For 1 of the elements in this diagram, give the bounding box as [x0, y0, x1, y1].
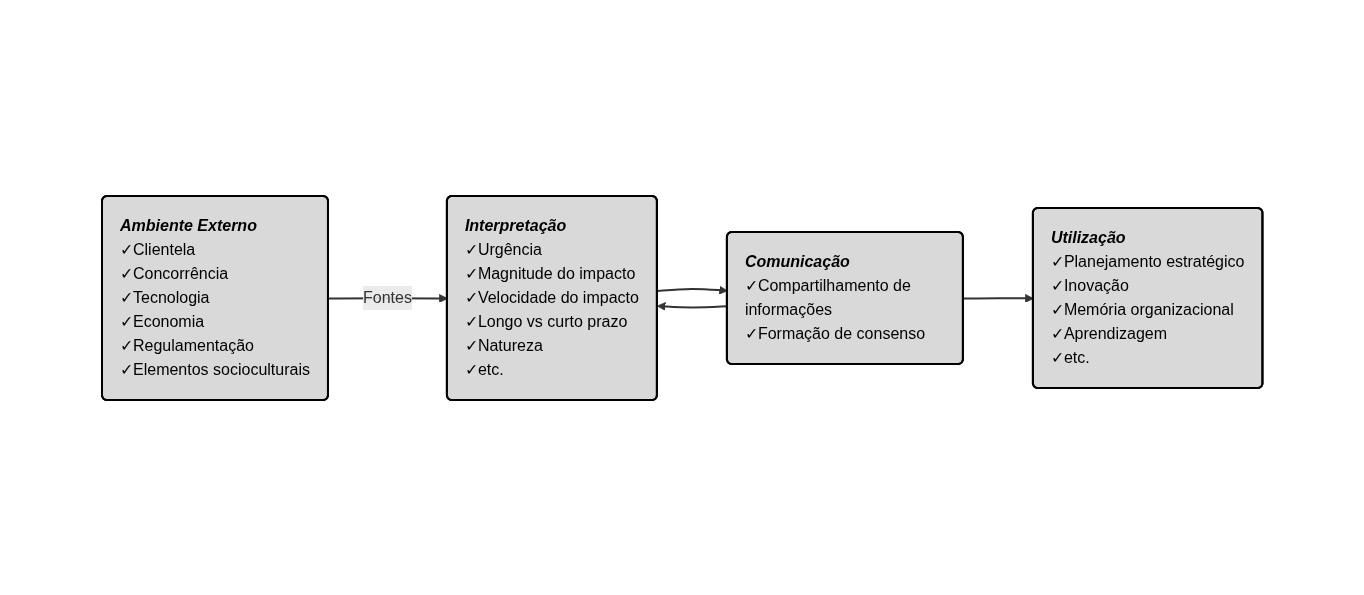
edge-label: Fontes: [362, 288, 412, 306]
